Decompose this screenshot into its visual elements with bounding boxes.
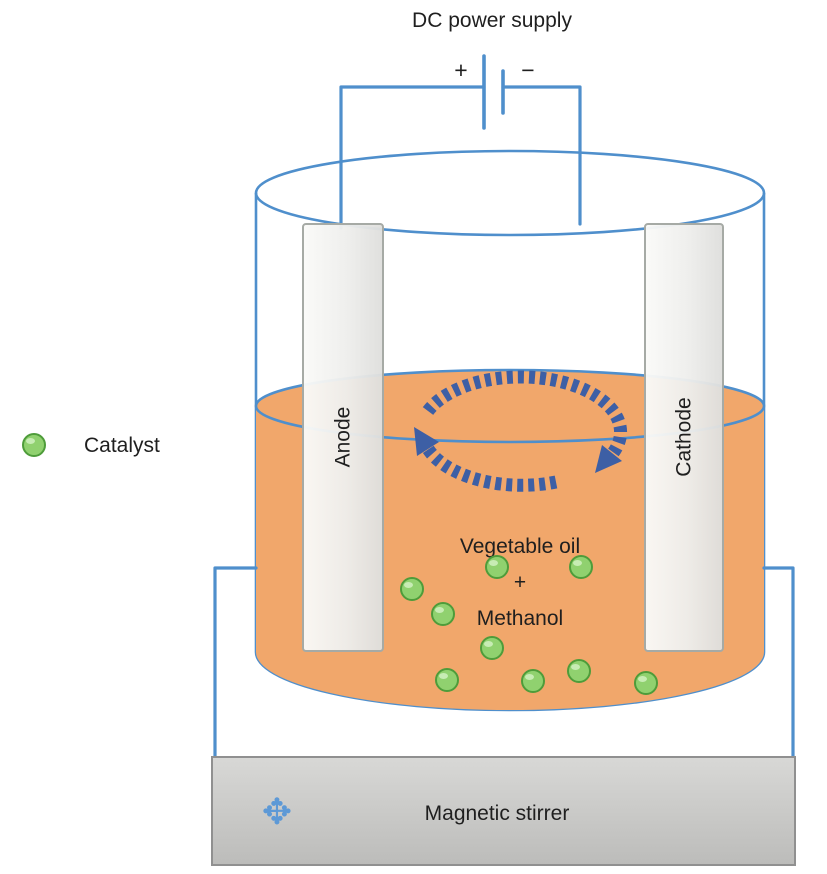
catalyst-particle bbox=[435, 668, 459, 692]
anode-plate bbox=[302, 223, 384, 652]
beaker-rim bbox=[254, 149, 766, 237]
cathode-plate bbox=[644, 223, 724, 652]
catalyst-particle bbox=[480, 636, 504, 660]
catalyst-legend-icon bbox=[22, 433, 46, 457]
catalyst-particle bbox=[485, 555, 509, 579]
diagram-title: DC power supply bbox=[412, 9, 572, 32]
cathode-label: Cathode bbox=[673, 397, 696, 476]
catalyst-particle bbox=[400, 577, 424, 601]
wire-cathode bbox=[501, 85, 582, 226]
catalyst-particle bbox=[569, 555, 593, 579]
stand-frame-right bbox=[762, 566, 795, 759]
catalyst-legend-label: Catalyst bbox=[84, 434, 160, 457]
battery-positive-label: + bbox=[454, 57, 467, 83]
anode-label: Anode bbox=[332, 407, 355, 468]
legend-catalyst: Catalyst bbox=[22, 433, 160, 457]
wire-anode bbox=[339, 85, 486, 230]
catalyst-particle bbox=[567, 659, 591, 683]
magnetic-stirrer-label: Magnetic stirrer bbox=[425, 802, 570, 825]
solution-label-plus: + bbox=[514, 571, 526, 594]
catalyst-particle bbox=[634, 671, 658, 695]
battery-symbol-icon bbox=[482, 54, 505, 130]
catalyst-particles bbox=[400, 555, 658, 695]
solution-label-line1: Vegetable oil bbox=[460, 535, 580, 558]
stirrer-agitation-icon: ✥ bbox=[262, 792, 292, 833]
solution-label-line3: Methanol bbox=[477, 607, 563, 630]
battery-negative-label: − bbox=[521, 57, 534, 83]
catalyst-particle bbox=[521, 669, 545, 693]
catalyst-particle bbox=[431, 602, 455, 626]
stirring-rotation-arrows-icon bbox=[414, 370, 628, 492]
magnetic-stirrer-base bbox=[211, 756, 796, 866]
stand-frame-left bbox=[213, 566, 258, 759]
liquid-surface bbox=[254, 368, 766, 444]
